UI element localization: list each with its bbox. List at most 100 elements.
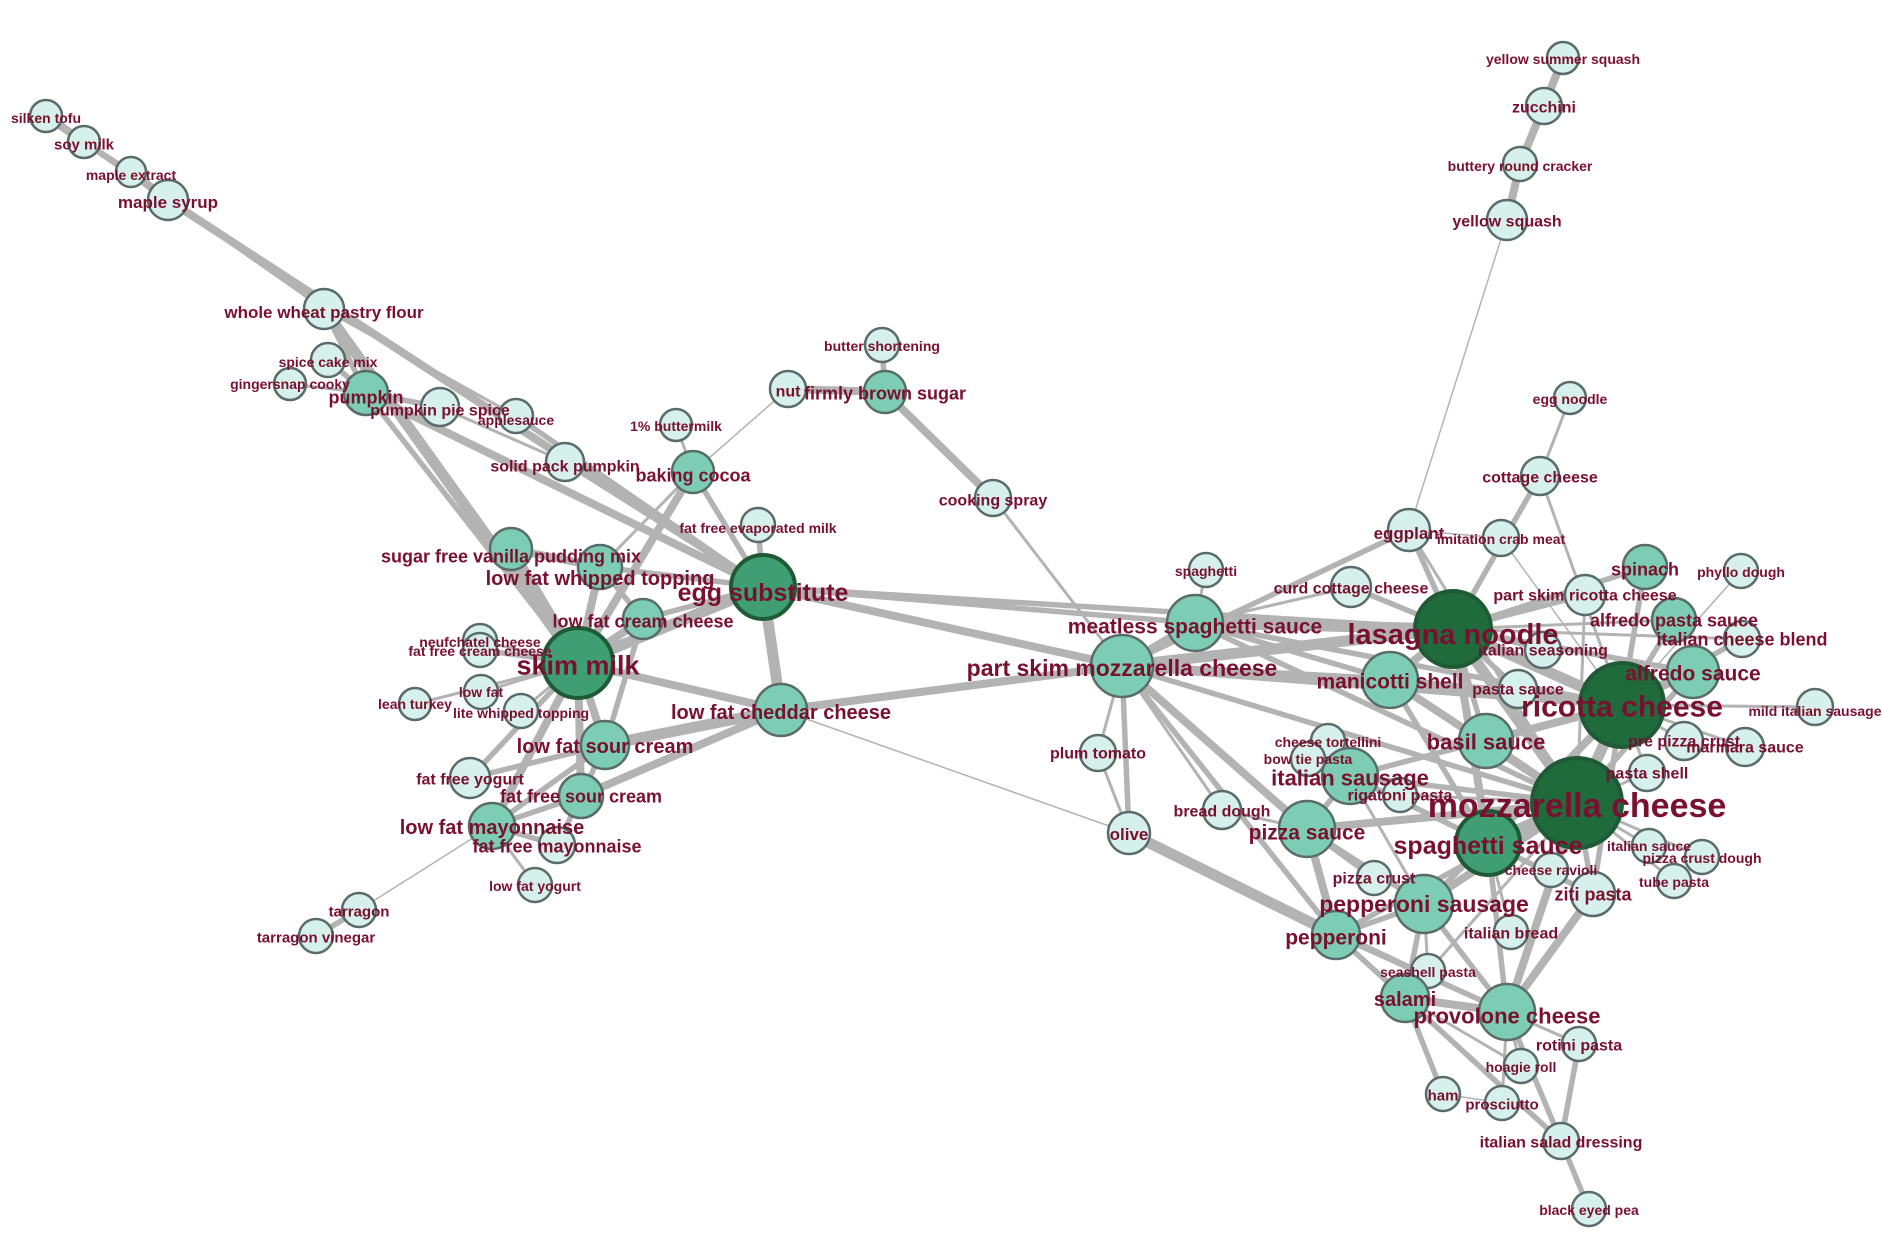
node-applesauce	[497, 397, 535, 435]
edge-pumpkin_pie_spice-solid_pack_pumpkin	[438, 405, 567, 464]
node-baking-cocoa	[670, 449, 716, 495]
label-pasta-shell: pasta shell	[1606, 766, 1689, 783]
node-fat-free-sour-cream	[557, 772, 605, 820]
label-rigatoni-pasta: rigatoni pasta	[1348, 788, 1453, 805]
node-ham	[1424, 1075, 1462, 1113]
node-egg-noodle	[1552, 380, 1588, 416]
label-manicotti-shell: manicotti shell	[1316, 670, 1463, 693]
node-fat-free-evaporated-milk	[739, 506, 777, 544]
label-italian-bread: italian bread	[1464, 926, 1558, 943]
label-seashell-pasta: seashell pasta	[1380, 964, 1476, 980]
node-italian-bread	[1492, 913, 1530, 951]
node-black-eyed-pea	[1570, 1190, 1608, 1228]
node-cheese-ravioli	[1532, 851, 1570, 889]
label-pizza-crust-dough: pizza crust dough	[1643, 850, 1762, 866]
label-low-fat-sour-cream: low fat sour cream	[517, 736, 694, 758]
edge-pumpkin-skim_milk	[363, 390, 581, 666]
label-eggplant: eggplant	[1374, 524, 1445, 543]
node-eggplant	[1386, 507, 1432, 553]
label-black-eyed-pea: black eyed pea	[1539, 1202, 1639, 1218]
label-buttery-round-cracker: buttery round cracker	[1448, 158, 1593, 174]
label-lite-whipped-topping: lite whipped topping	[453, 705, 589, 721]
label-maple-syrup: maple syrup	[118, 193, 218, 212]
node-firmly-brown-sugar	[862, 369, 908, 415]
node-buttermilk	[658, 407, 694, 443]
edge-baking_cocoa-skim_milk	[574, 468, 697, 667]
node-low-fat-mayonnaise	[467, 801, 517, 851]
label-yellow-summer-squash: yellow summer squash	[1486, 51, 1640, 67]
edge-salami-italian_salad_dressing	[1402, 995, 1564, 1144]
label-pasta-sauce: pasta sauce	[1472, 682, 1564, 699]
edge-egg_substitute-part_skim_mozzarella_cheese	[759, 583, 1126, 670]
node-pepperoni	[1310, 909, 1362, 961]
label-basil-sauce: basil sauce	[1427, 730, 1546, 755]
node-pasta-sauce	[1497, 668, 1539, 710]
label-plum-tomato: plum tomato	[1050, 746, 1146, 763]
node-italian-salad-dressing	[1541, 1121, 1581, 1161]
node-plum-tomato	[1078, 733, 1118, 773]
edge-cooking_spray-part_skim_mozzarella_cheese	[991, 496, 1124, 668]
node-imitation-crab-meat	[1481, 518, 1521, 558]
edge-lasagna_noodle-part_skim_mozzarella_cheese	[1116, 623, 1459, 672]
label-pre-pizza-crust: pre pizza crust	[1628, 734, 1741, 751]
edge-part_skim_mozzarella_cheese-mozzarella_cheese	[1119, 663, 1580, 806]
label-mild-italian-sausage: mild italian sausage	[1748, 703, 1881, 719]
label-maple-extract: maple extract	[86, 167, 177, 183]
node-butter-shortening	[863, 326, 901, 364]
node-tarragon	[340, 891, 378, 929]
node-buttery-round-cracker	[1501, 145, 1539, 183]
label-italian-sauce: italian sauce	[1607, 838, 1691, 854]
node-marinara-sauce	[1724, 726, 1766, 768]
label-nut: nut	[776, 384, 802, 401]
label-cheese-ravioli: cheese ravioli	[1505, 862, 1598, 878]
label-imitation-crab-meat: imitation crab meat	[1437, 531, 1566, 547]
node-pumpkin	[342, 369, 390, 417]
node-spaghetti	[1187, 551, 1225, 589]
edge-whole_wheat_pastry_flour-skim_milk	[318, 303, 584, 669]
label-applesauce: applesauce	[478, 412, 554, 428]
edge-low_fat_cheddar_cheese-part_skim_mozzarella_cheese	[777, 662, 1126, 714]
node-maple-syrup	[146, 178, 190, 222]
node-sugar-free-vanilla-pudding-mix	[488, 526, 534, 572]
edge-yellow_squash-eggplant	[1408, 219, 1508, 531]
node-yellow-summer-squash	[1545, 40, 1581, 76]
node-spinach	[1621, 543, 1669, 591]
label-low-fat-whipped-topping: low fat whipped topping	[486, 568, 715, 590]
label-curd-cottage-cheese: curd cottage cheese	[1274, 581, 1429, 598]
label-baking-cocoa: baking cocoa	[635, 465, 751, 485]
label-pumpkin: pumpkin	[329, 387, 404, 407]
label-silken-tofu: silken tofu	[11, 110, 81, 126]
node-fat-free-cream-cheese	[461, 631, 499, 669]
label-cooking-spray: cooking spray	[939, 493, 1048, 510]
node-lite-whipped-topping	[502, 692, 540, 730]
node-layer	[28, 40, 1835, 1228]
node-pizza-sauce	[1277, 799, 1337, 859]
node-fat-free-mayonnaise	[537, 825, 577, 865]
node-phyllo-dough	[1722, 552, 1760, 590]
node-pasta-shell	[1627, 753, 1667, 793]
label-low-fat-yogurt: low fat yogurt	[489, 878, 581, 894]
label-spice-cake-mix: spice cake mix	[279, 354, 378, 370]
label-prosciutto: prosciutto	[1465, 1096, 1538, 1113]
node-pizza-crust-dough	[1683, 838, 1721, 876]
node-egg-substitute	[729, 553, 797, 621]
label-pizza-crust: pizza crust	[1333, 871, 1416, 888]
edge-fat_free_sour_cream-low_fat_cheddar_cheese	[577, 706, 785, 800]
label-pepperoni-sausage: pepperoni sausage	[1319, 891, 1529, 917]
label-ham: ham	[1428, 1087, 1459, 1104]
node-whole-wheat-pastry-flour	[302, 287, 346, 331]
label-spaghetti-sauce: spaghetti sauce	[1394, 832, 1583, 860]
edge-meatless_spaghetti_sauce-lasagna_noodle	[1189, 617, 1459, 635]
node-rotini-pasta	[1560, 1025, 1598, 1063]
edge-part_skim_mozzarella_cheese-pizza_sauce	[1118, 662, 1311, 833]
node-basil-sauce	[1457, 712, 1515, 770]
label-tarragon: tarragon	[329, 903, 390, 920]
label-firmly-brown-sugar: firmly brown sugar	[804, 383, 966, 403]
node-ziti-pasta	[1569, 870, 1617, 918]
label-whole-wheat-pastry-flour: whole wheat pastry flour	[223, 303, 424, 322]
label-alfredo-pasta-sauce: alfredo pasta sauce	[1590, 610, 1758, 630]
edge-maple_syrup-whole_wheat_pastry_flour	[166, 198, 326, 311]
label-italian-sausage: italian sausage	[1271, 766, 1429, 791]
label-salami: salami	[1374, 989, 1436, 1011]
